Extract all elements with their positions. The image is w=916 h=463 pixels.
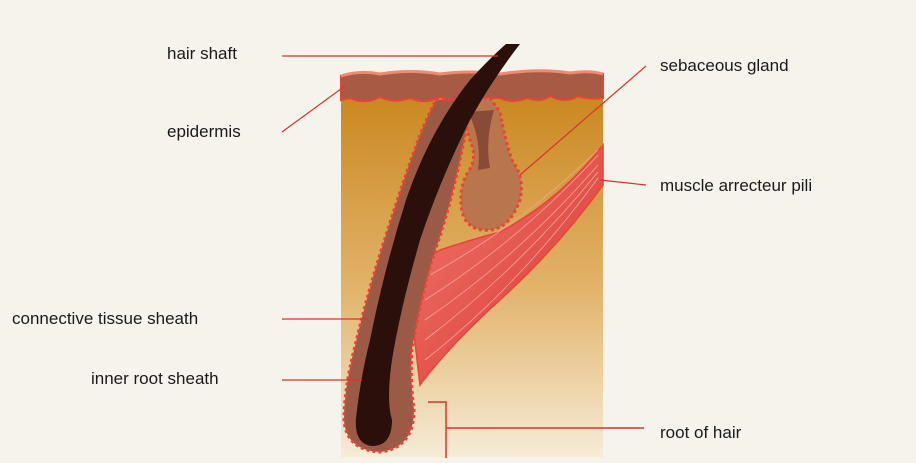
label-hair-shaft: hair shaft — [167, 44, 237, 64]
leader-epidermis — [282, 86, 345, 132]
label-muscle-arrecteur-pili: muscle arrecteur pili — [660, 176, 812, 196]
label-epidermis: epidermis — [167, 122, 241, 142]
label-connective-tissue-sheath: connective tissue sheath — [12, 309, 198, 329]
label-inner-root-sheath: inner root sheath — [91, 369, 219, 389]
label-root-of-hair: root of hair — [660, 423, 741, 443]
label-sebaceous-gland: sebaceous gland — [660, 56, 789, 76]
leader-muscle — [600, 180, 646, 185]
